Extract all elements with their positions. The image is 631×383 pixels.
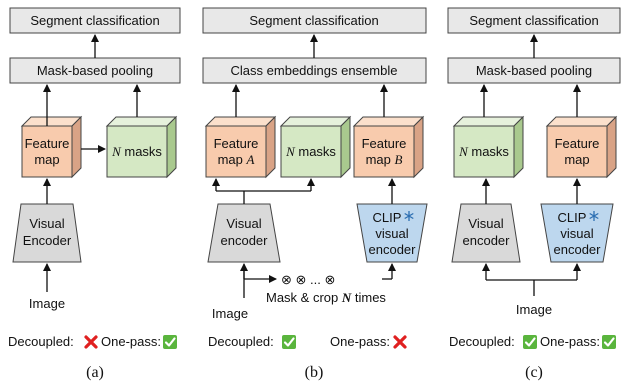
pooling-label: Mask-based pooling bbox=[476, 63, 592, 78]
feature-map-a-cube bbox=[204, 115, 277, 179]
panel-a: Segment classification Mask-based poolin… bbox=[8, 7, 181, 381]
clip-visual-encoder-block bbox=[540, 203, 614, 263]
check-mark-icon bbox=[161, 333, 179, 351]
mask-crop-label: Mask & crop N times bbox=[266, 290, 386, 305]
segment-classification-box bbox=[202, 7, 427, 34]
visual-encoder-block bbox=[451, 203, 521, 263]
visual-encoder-label-line1: Visual bbox=[29, 216, 64, 231]
segment-classification-label: Segment classification bbox=[249, 13, 378, 28]
one-pass-label: One-pass: bbox=[540, 334, 600, 349]
panel-caption: (b) bbox=[305, 364, 324, 381]
visual-encoder-block bbox=[207, 203, 281, 263]
one-pass-label: One-pass: bbox=[101, 334, 161, 349]
feature-map-label-line2: map bbox=[34, 152, 59, 167]
feature-map-label-line2: map bbox=[564, 152, 589, 167]
feature-map-b-cube bbox=[352, 115, 425, 179]
panel-b: Segment classification Class embeddings … bbox=[202, 7, 428, 381]
pooling-box bbox=[447, 57, 621, 84]
clip-label-line1: CLIP bbox=[373, 210, 402, 225]
pooling-box bbox=[9, 57, 181, 84]
cross-mark-icon bbox=[84, 335, 98, 349]
image-input-label: Image bbox=[29, 296, 65, 311]
panel-caption: (c) bbox=[525, 364, 543, 381]
ensemble-label: Class embeddings ensemble bbox=[231, 63, 398, 78]
clip-label-line3: encoder bbox=[554, 242, 602, 257]
segment-classification-label: Segment classification bbox=[469, 13, 598, 28]
feature-map-a-label-line1: Feature bbox=[214, 136, 259, 151]
image-input-label: Image bbox=[212, 306, 248, 321]
decoupled-label: Decoupled: bbox=[208, 334, 274, 349]
visual-encoder-label-line2: Encoder bbox=[23, 233, 72, 248]
masks-label: N masks bbox=[111, 144, 162, 159]
pooling-label: Mask-based pooling bbox=[37, 63, 153, 78]
check-mark-icon bbox=[600, 333, 618, 351]
masks-label: N masks bbox=[285, 144, 336, 159]
cross-mark-icon bbox=[393, 335, 407, 349]
decoupled-label: Decoupled: bbox=[8, 334, 74, 349]
feature-map-cube bbox=[545, 115, 618, 179]
masks-cube bbox=[279, 115, 352, 179]
clip-label-line1: CLIP bbox=[558, 210, 587, 225]
clip-label-line2: visual bbox=[560, 226, 593, 241]
feature-map-b-label-line2: map B bbox=[366, 152, 403, 167]
visual-encoder-label-line1: Visual bbox=[468, 216, 503, 231]
visual-encoder-block bbox=[12, 203, 82, 263]
visual-encoder-label-line2: encoder bbox=[221, 233, 269, 248]
decoupled-label: Decoupled: bbox=[449, 334, 515, 349]
check-mark-icon bbox=[521, 333, 539, 351]
feature-map-b-label-line1: Feature bbox=[362, 136, 407, 151]
visual-encoder-label-line1: Visual bbox=[226, 216, 261, 231]
panel-caption: (a) bbox=[86, 364, 104, 381]
feature-map-label-line1: Feature bbox=[25, 136, 70, 151]
feature-map-cube bbox=[20, 115, 83, 179]
panel-c: Segment classification Mask-based poolin… bbox=[447, 7, 621, 381]
masks-label: N masks bbox=[458, 144, 509, 159]
feature-map-a-label-line2: map A bbox=[218, 152, 255, 167]
segment-classification-box bbox=[9, 7, 181, 34]
visual-encoder-label-line2: encoder bbox=[463, 233, 511, 248]
segment-classification-label: Segment classification bbox=[30, 13, 159, 28]
clip-label-line2: visual bbox=[375, 226, 408, 241]
mask-ops-symbols: ⊗ ⊗ ... ⊗ bbox=[281, 272, 335, 287]
masks-cube bbox=[452, 115, 525, 179]
one-pass-label: One-pass: bbox=[330, 334, 390, 349]
clip-label-line3: encoder bbox=[369, 242, 417, 257]
image-input-label: Image bbox=[516, 302, 552, 317]
check-mark-icon bbox=[280, 333, 298, 351]
feature-map-label-line1: Feature bbox=[555, 136, 600, 151]
segment-classification-box bbox=[447, 7, 621, 34]
masks-cube bbox=[105, 115, 178, 179]
